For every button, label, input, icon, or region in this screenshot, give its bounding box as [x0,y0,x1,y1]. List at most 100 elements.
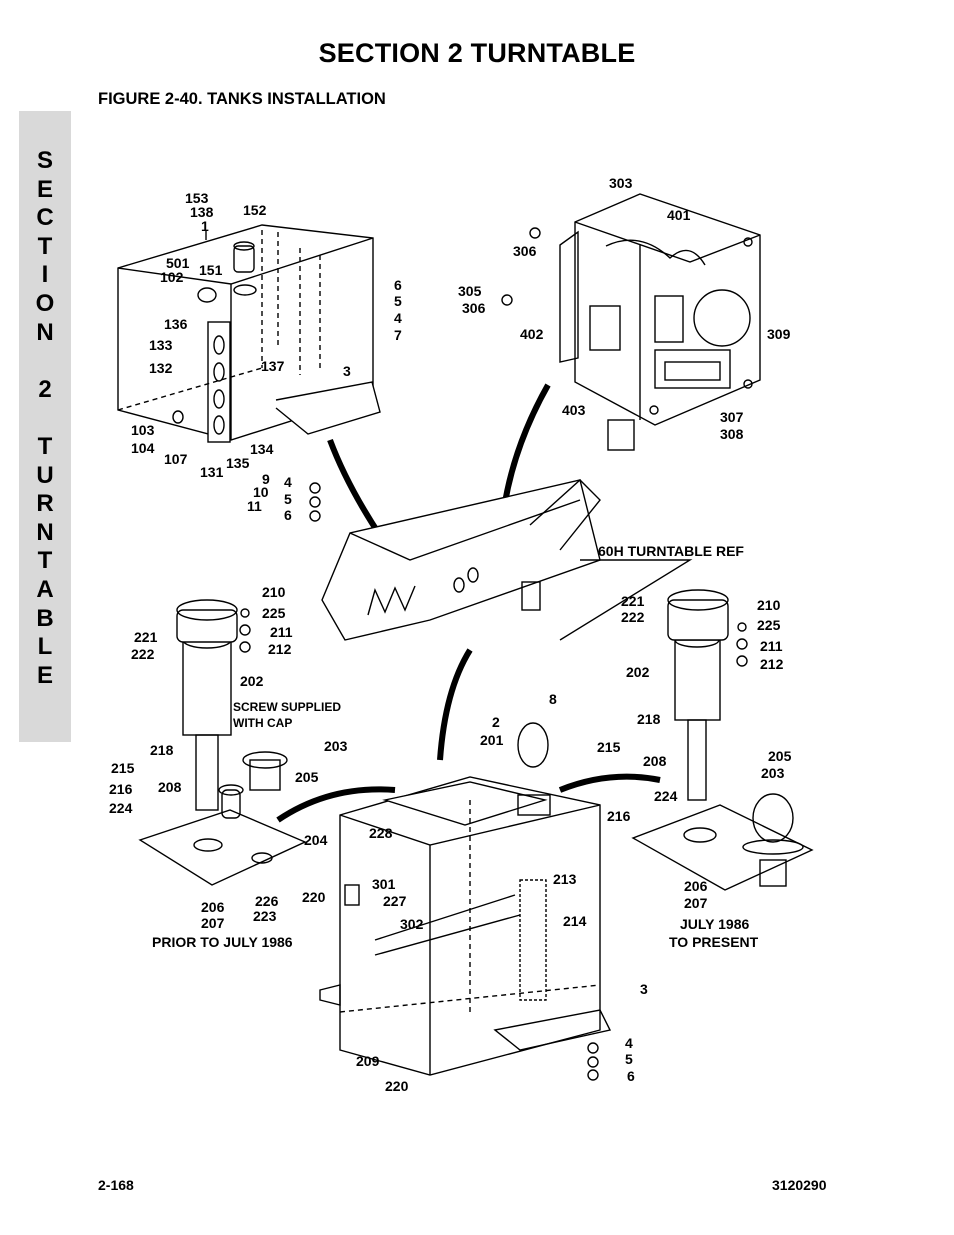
callout-label: 501 [166,255,190,271]
callout-label: 134 [250,441,274,457]
callout-label: 104 [131,440,155,456]
caption-prior-to-july-1986: PRIOR TO JULY 1986 [152,934,293,950]
callout-label: 210 [757,597,781,613]
callout-label: 309 [767,326,791,342]
callout-label: 208 [158,779,182,795]
main-tank-drawing [319,722,612,1076]
callout-label: 212 [760,656,784,672]
caption-turntable-ref: 60H TURNTABLE REF [598,543,744,559]
callout-label: 9 [262,471,270,487]
callout-label: 133 [149,337,173,353]
callout-label: 103 [131,422,155,438]
callout-label: 218 [150,742,174,758]
callout-label: 222 [131,646,155,662]
callout-label: 208 [643,753,667,769]
callout-label: 224 [654,788,678,804]
callout-label: 215 [597,739,621,755]
callout-label: 306 [462,300,486,316]
callout-label: 211 [270,624,293,640]
callout-label: 223 [253,908,277,924]
callout-label: 6 [394,277,402,293]
callout-label: 215 [111,760,135,776]
callout-label: 7 [394,327,402,343]
callout-label: 10 [253,484,269,500]
callout-label: 306 [513,243,537,259]
callout-label: 216 [607,808,631,824]
callout-label: 107 [164,451,188,467]
side-tab-letter: T [37,232,53,260]
callout-label: 132 [149,360,173,376]
callout-label: 201 [480,732,504,748]
callout-label: 152 [243,202,267,218]
callout-label: 204 [304,832,328,848]
callout-label: 402 [520,326,544,342]
callout-label: 5 [284,491,292,507]
callout-label: 5 [394,293,402,309]
callout-label: 302 [400,916,424,932]
callout-label: 138 [190,204,214,220]
electrical-box-drawing [501,193,761,451]
callout-label: 203 [324,738,348,754]
side-tab-letter: R [36,490,54,518]
callout-label: 205 [295,769,319,785]
callout-label: 218 [637,711,661,727]
callout-label: 221 [621,593,645,609]
callout-label: 220 [302,889,326,905]
callout-label: 209 [356,1053,380,1069]
callout-label: 6 [627,1068,635,1084]
side-tab-letter: A [36,575,54,603]
callout-label: 222 [621,609,645,625]
side-tab-letter: U [36,461,54,489]
side-tab-letter: C [36,204,54,232]
callout-label: 228 [369,825,393,841]
filter-present-drawing [631,589,814,891]
callout-label: 6 [284,507,292,523]
callout-label: 203 [761,765,785,781]
callout-label: 137 [261,358,285,374]
callout-label: 4 [394,310,402,326]
callout-label: 151 [199,262,223,278]
callout-label: 207 [201,915,225,931]
caption-screw-note-2: WITH CAP [233,716,292,730]
callout-label: 3 [640,981,648,997]
callout-label: 206 [684,878,708,894]
side-tab-letter: L [37,633,53,661]
callout-label: 221 [134,629,158,645]
callout-label: 305 [458,283,482,299]
callout-label: 303 [609,175,633,191]
document-number: 3120290 [772,1177,827,1193]
callout-label: 207 [684,895,708,911]
callout-label: 212 [268,641,292,657]
side-tab-letter: T [37,432,53,460]
side-tab-letter: B [36,604,54,632]
callout-label: 307 [720,409,744,425]
callout-label: 202 [240,673,264,689]
callout-label: 4 [625,1035,633,1051]
callout-label: 220 [385,1078,409,1094]
caption-screw-note-1: SCREW SUPPLIED [233,700,341,714]
callout-label: 1 [201,218,209,234]
side-tab-letter: N [36,318,54,346]
callout-label: 11 [247,498,262,514]
side-tab-letter: E [36,661,53,689]
callout-label: 301 [372,876,396,892]
side-tab-letter: T [37,547,53,575]
figure-title: FIGURE 2-40. TANKS INSTALLATION [98,90,386,108]
callout-label: 102 [160,269,184,285]
side-tab-letter: E [36,175,53,203]
callout-label: 5 [625,1051,633,1067]
callout-label: 216 [109,781,133,797]
turntable-reference-drawing [321,479,693,641]
callout-label: 2 [492,714,500,730]
callout-label: 153 [185,190,209,206]
callout-label: 225 [262,605,286,621]
callout-label: 403 [562,402,586,418]
callout-label: 205 [768,748,792,764]
caption-to-present: TO PRESENT [669,934,759,950]
side-tab-letter: S [36,147,53,174]
callout-label: 227 [383,893,407,909]
